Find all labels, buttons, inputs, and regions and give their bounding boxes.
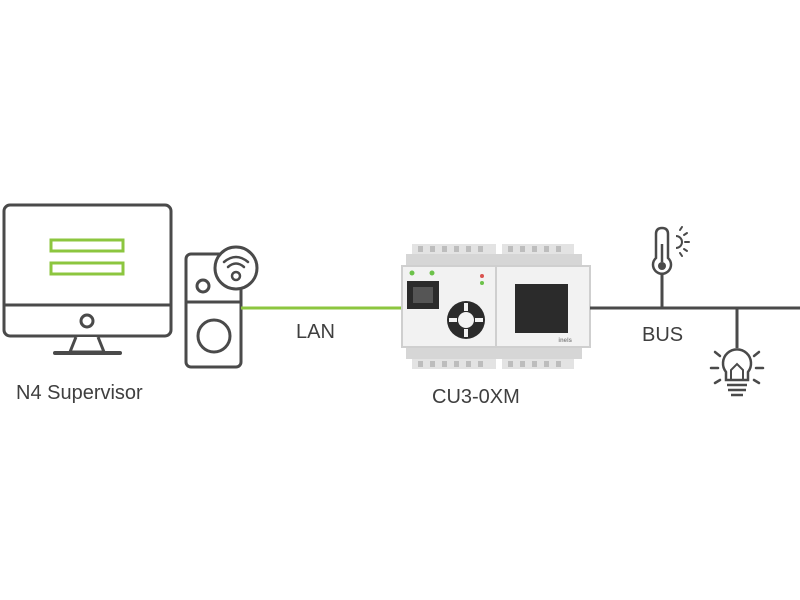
- router-icon: [184, 252, 243, 369]
- thermometer-icon: [651, 226, 673, 275]
- status-led-red: [480, 274, 484, 278]
- bus-label: BUS: [642, 324, 684, 346]
- controller-label: CU3-0XM: [432, 386, 520, 408]
- wifi-icon: [213, 245, 259, 291]
- control-knob-icon: [447, 301, 485, 339]
- status-led-green-3: [480, 281, 484, 285]
- controller-module-icon: inels: [401, 244, 591, 369]
- sun-icon: [675, 226, 690, 257]
- status-led-green-1: [409, 270, 415, 276]
- status-led-green-2: [429, 270, 435, 276]
- screen-bar-1: [49, 238, 125, 253]
- brand-logo: inels: [558, 338, 572, 344]
- screen-bar-2: [49, 261, 125, 276]
- ethernet-port-icon: [407, 281, 439, 309]
- monitor-icon: [2, 203, 173, 355]
- supervisor-label: N4 Supervisor: [16, 382, 143, 404]
- lan-label: LAN: [296, 321, 335, 343]
- lightbulb-icon: [709, 348, 765, 397]
- module-display: [515, 284, 568, 333]
